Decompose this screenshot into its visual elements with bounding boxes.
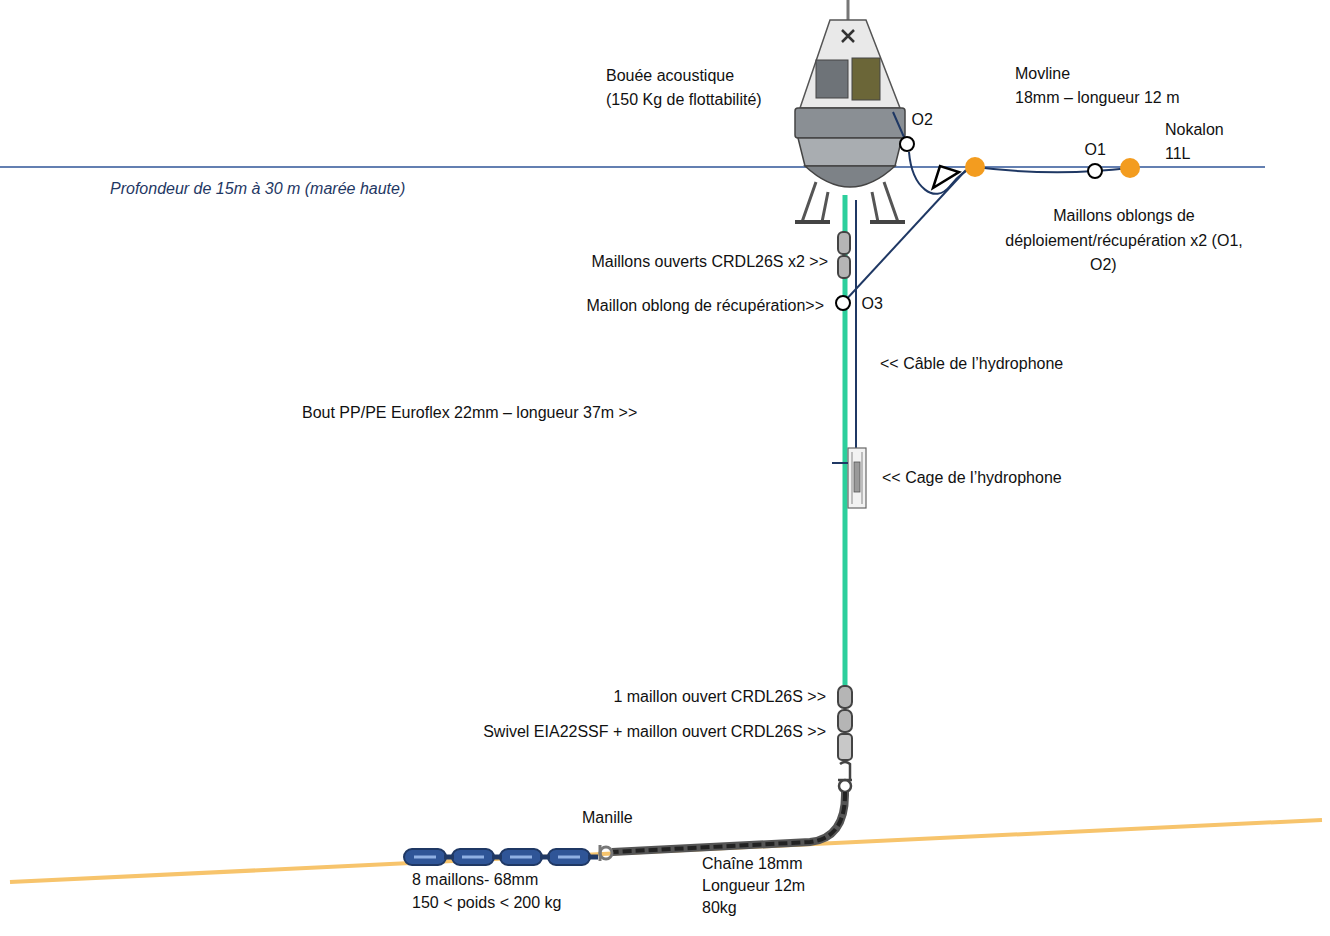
movline-rope (975, 167, 1130, 172)
nokalon-float (1120, 158, 1140, 178)
chain-links (612, 792, 845, 852)
label-text: Maillons ouverts CRDL26S x2 >> (589, 252, 830, 272)
label-text: 80kg (700, 898, 739, 918)
shackle (600, 845, 612, 861)
acoustic-buoy (795, 0, 905, 222)
ring-label: O1 (1085, 140, 1106, 160)
label-text: 18mm – longueur 12 m (1013, 88, 1182, 108)
link-ring: O1 (1087, 163, 1103, 179)
label-text: Profondeur de 15m à 30 m (marée haute) (108, 179, 407, 199)
label-text: 1 maillon ouvert CRDL26S >> (611, 687, 828, 707)
chain (612, 792, 845, 852)
link-ring: O3 (835, 295, 851, 311)
label-text: Movline (1013, 64, 1072, 84)
retrieval-line (893, 112, 975, 194)
label-text: Chaîne 18mm (700, 854, 805, 874)
label-text: Bouée acoustique (604, 66, 736, 86)
label-text: (150 Kg de flottabilité) (604, 90, 764, 110)
float-triangle (933, 166, 959, 188)
ring-label: O3 (862, 294, 883, 314)
label-text: Nokalon (1163, 120, 1226, 140)
label-text: 11L (1163, 144, 1193, 164)
nokalon-float (965, 157, 985, 177)
bottom-shackles-swivel (838, 686, 852, 792)
label-text: << Câble de l’hydrophone (878, 354, 1065, 374)
hydrophone-cable (855, 200, 857, 450)
label-text: Longueur 12m (700, 876, 807, 896)
label-text: Maillon oblong de récupération>> (585, 296, 827, 316)
label-text: Maillons oblongs de (1051, 206, 1196, 226)
label-text: 8 maillons- 68mm (410, 870, 540, 890)
heavy-links (404, 849, 598, 865)
label-text: 150 < poids < 200 kg (410, 893, 563, 913)
label-text: déploiement/récupération x2 (O1, (1003, 231, 1244, 251)
label-text: Swivel EIA22SSF + maillon ouvert CRDL26S… (481, 722, 828, 742)
label-text: Bout PP/PE Euroflex 22mm – longueur 37m … (300, 403, 639, 423)
open-links-top (838, 232, 850, 278)
label-text: Manille (580, 808, 635, 828)
ring-label: O2 (912, 110, 933, 130)
link-ring: O2 (899, 136, 915, 152)
hydrophone-cage (832, 448, 866, 508)
label-text: O2) (1088, 255, 1119, 275)
label-text: << Cage de l’hydrophone (880, 468, 1064, 488)
water-line (0, 166, 1265, 168)
